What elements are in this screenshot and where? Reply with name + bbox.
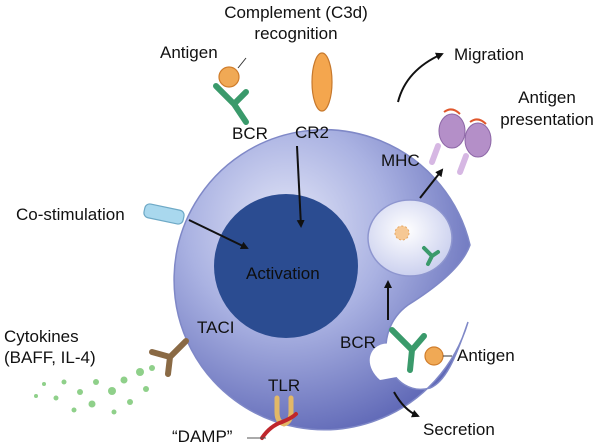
cell-notch [369, 343, 407, 380]
cr2-receptor [311, 52, 333, 112]
bcr-bottom-label: BCR [340, 333, 376, 352]
arrow-vesicle-to-mhc [419, 168, 444, 199]
vesicle-bcr-icon [422, 246, 440, 266]
tlr-label: TLR [268, 376, 301, 395]
co-stimulation-label: Co-stimulation [16, 205, 125, 224]
migration-label: Migration [454, 45, 524, 64]
antigen-bottom-label: Antigen [457, 346, 515, 365]
antigen-top-label: Antigen [160, 43, 218, 62]
arrow-migration [397, 52, 444, 103]
taci-label: TACI [197, 318, 235, 337]
antigen-bottom [424, 346, 452, 366]
secretion-label: Secretion [423, 420, 495, 439]
antigen-presentation-label-line2: presentation [500, 110, 594, 129]
tlr-receptor [247, 395, 298, 440]
bcr-top-label: BCR [232, 124, 268, 143]
cytokines-label-line1: Cytokines [4, 327, 79, 346]
cytokine-particles [34, 365, 155, 415]
mhc-molecules [429, 108, 492, 175]
nucleus [214, 194, 358, 338]
antigen-presentation-label-line1: Antigen [518, 88, 576, 107]
damp-label: “DAMP” [172, 427, 233, 446]
arrow-cr2-to-activation [296, 145, 305, 228]
cytokines-label-line2: (BAFF, IL-4) [4, 348, 96, 367]
cr2-label: CR2 [295, 123, 330, 142]
antigen-top [218, 57, 247, 88]
arrow-costim-to-activation [188, 219, 249, 249]
vesicle-antigen [394, 225, 410, 241]
taci-receptor [149, 338, 189, 377]
mhc-label: MHC [381, 151, 420, 170]
arrow-secretion [393, 391, 420, 418]
bcr-top-receptor [213, 83, 249, 125]
costim-receptor [143, 203, 185, 225]
complement-label-line1: Complement (C3d) [224, 3, 368, 22]
complement-label-line2: recognition [254, 24, 338, 43]
bcr-bottom-receptor [389, 327, 427, 373]
vesicle [367, 199, 453, 277]
activation-label: Activation [246, 264, 320, 283]
